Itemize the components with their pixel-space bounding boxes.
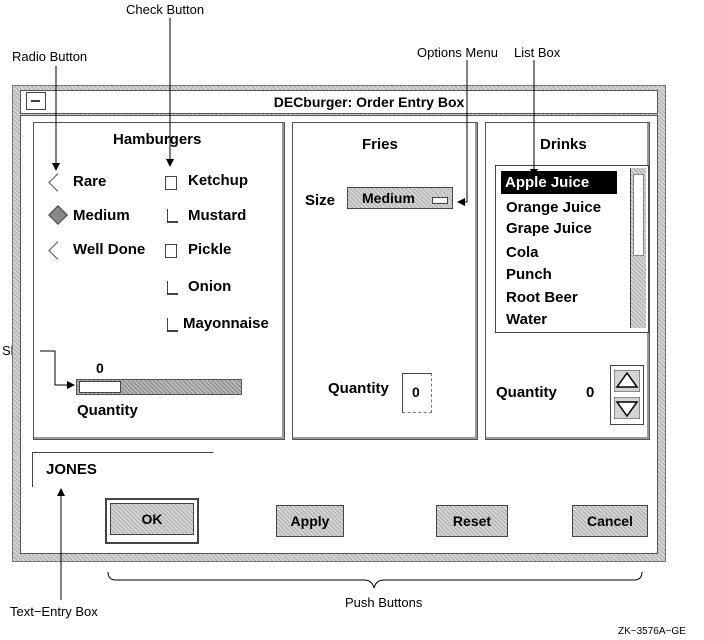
reset-button[interactable]: Reset: [436, 505, 508, 537]
radio-medium-label[interactable]: Medium: [73, 207, 130, 224]
slider-value: 0: [96, 360, 104, 376]
slider-thumb[interactable]: [79, 381, 121, 393]
name-text-field[interactable]: JONES: [32, 452, 213, 487]
name-text-value: JONES: [46, 461, 97, 478]
fries-panel: [292, 122, 478, 440]
ok-button-frame[interactable]: OK: [105, 498, 199, 544]
check-onion-label[interactable]: Onion: [188, 278, 232, 295]
check-onion-icon[interactable]: [167, 281, 178, 295]
fries-quantity-value: 0: [412, 384, 420, 400]
list-item[interactable]: Punch: [506, 266, 552, 283]
list-item[interactable]: Root Beer: [506, 289, 578, 306]
check-mayonnaise-icon[interactable]: [167, 318, 178, 332]
callout-list-box: List Box: [514, 45, 561, 60]
fries-title: Fries: [362, 136, 398, 153]
title-bar[interactable]: DECburger: Order Entry Box: [20, 90, 658, 114]
list-item[interactable]: Orange Juice: [506, 199, 602, 216]
list-item[interactable]: Water: [506, 311, 548, 328]
fries-size-value: Medium: [362, 190, 415, 206]
drinks-quantity-label: Quantity: [496, 384, 557, 401]
slider-leader: [40, 350, 75, 389]
scrollbar-thumb[interactable]: [633, 174, 644, 256]
fries-quantity-label: Quantity: [328, 380, 389, 397]
check-mayonnaise-label[interactable]: Mayonnaise: [183, 315, 269, 332]
check-ketchup-icon[interactable]: [165, 176, 177, 190]
drinks-title: Drinks: [540, 136, 587, 153]
figure-id: ZK−3576A−GE: [618, 626, 686, 637]
list-item[interactable]: Apple Juice: [505, 174, 590, 191]
arrow-up-icon[interactable]: [614, 370, 640, 392]
callout-text-entry: Text−Entry Box: [10, 604, 98, 619]
callout-radio-button: Radio Button: [12, 49, 88, 64]
check-pickle-label[interactable]: Pickle: [188, 241, 232, 258]
radio-well-done-label[interactable]: Well Done: [73, 241, 146, 258]
cancel-button[interactable]: Cancel: [572, 505, 648, 537]
drinks-quantity-value: 0: [586, 384, 595, 401]
callout-push-buttons: Push Buttons: [345, 595, 423, 610]
hamburgers-title: Hamburgers: [113, 131, 202, 148]
fries-size-menu[interactable]: Medium: [347, 187, 453, 209]
option-menu-indicator-icon: [432, 197, 448, 204]
check-ketchup-label[interactable]: Ketchup: [188, 172, 248, 189]
window-menu-icon[interactable]: [26, 92, 46, 110]
check-pickle-icon[interactable]: [165, 244, 177, 258]
list-item[interactable]: Grape Juice: [506, 220, 592, 237]
fries-quantity-field[interactable]: 0: [402, 373, 432, 413]
radio-rare-label[interactable]: Rare: [73, 173, 107, 190]
list-scrollbar[interactable]: [630, 168, 646, 328]
menu-dash-icon: [31, 100, 40, 102]
drinks-quantity-spinner[interactable]: [610, 365, 644, 425]
slider-label: Quantity: [77, 402, 138, 419]
callout-check-button: Check Button: [126, 2, 205, 17]
ok-button[interactable]: OK: [110, 503, 194, 535]
options-menu-leader: [457, 60, 468, 206]
fries-size-label: Size: [305, 192, 336, 209]
list-item[interactable]: Cola: [506, 244, 539, 261]
callout-options-menu: Options Menu: [417, 45, 498, 60]
apply-button[interactable]: Apply: [276, 505, 344, 537]
window-title: DECburger: Order Entry Box: [273, 94, 465, 110]
push-buttons-brace: [107, 571, 643, 589]
check-mustard-icon[interactable]: [167, 209, 178, 223]
check-mustard-label[interactable]: Mustard: [188, 207, 247, 224]
arrow-down-icon[interactable]: [614, 397, 640, 419]
